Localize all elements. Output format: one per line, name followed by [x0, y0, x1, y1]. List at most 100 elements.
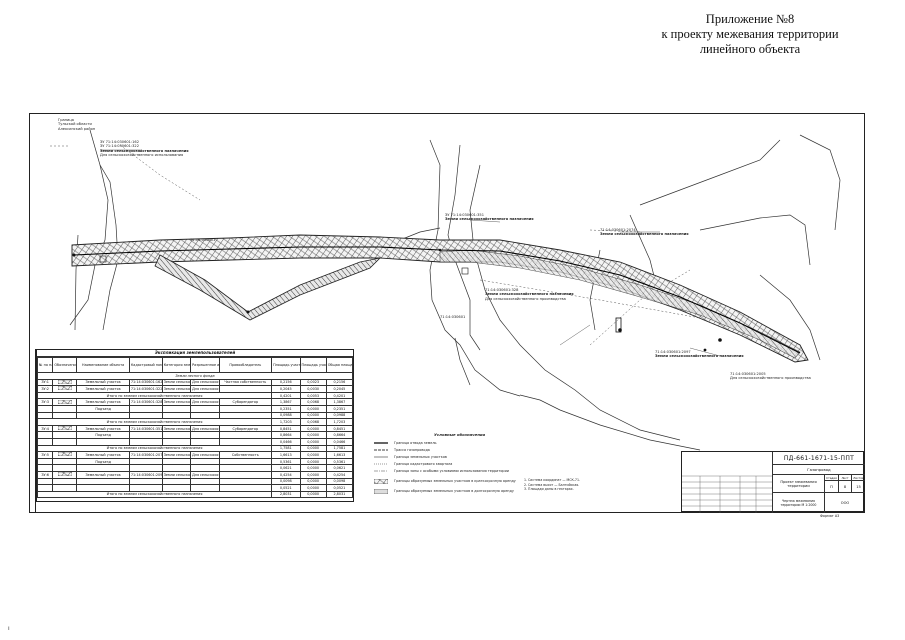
area-cell: 0,2351 [325, 404, 354, 413]
hatch-symbol-cell [52, 451, 78, 459]
table-cell: Земли сельскохозяйственного назначения [161, 451, 192, 459]
table-cell [190, 437, 220, 446]
table-cell [36, 437, 54, 446]
table-cell [218, 477, 273, 486]
table-cell [36, 484, 54, 492]
table-cell: Земельный участок [76, 385, 130, 393]
total-label: Итого по землям сельскохозяйственного на… [36, 391, 273, 400]
table-cell: 71:14:030601:328 [128, 398, 163, 406]
total-label: Итого по землям сельскохозяйственного на… [36, 418, 273, 426]
area-cell: 2,8031 [271, 490, 301, 499]
quarter-line-icon [374, 462, 388, 466]
area-cell: 0,0098 [325, 477, 354, 486]
short-lease-hatch-icon [373, 478, 389, 485]
long-lease-hatch-icon [373, 488, 389, 495]
table-cell: ЗУ:4 [36, 424, 54, 433]
table-cell [128, 477, 163, 486]
area-cell: 0,4254 [325, 470, 354, 479]
area-cell: 0,0000 [299, 484, 327, 492]
side-stamp-column [29, 349, 36, 512]
table-cell [190, 404, 220, 413]
table-cell: 71:14:030601:2074 [128, 451, 163, 459]
table-cell: Подъезд [76, 431, 130, 439]
table-header-row: № на плане Обозначение в плане Наименова… [36, 357, 354, 373]
table-cell [128, 464, 163, 472]
table-cell [218, 437, 273, 446]
region-note: Граница Тульской области Алексинский рай… [58, 118, 96, 131]
legend-item: Граница кадастрового квартала [374, 461, 452, 467]
table-cell [36, 411, 54, 420]
table-cell [218, 470, 273, 479]
zone-line-icon [374, 469, 388, 473]
table-cell [161, 437, 192, 446]
table-cell: Земельный участок [76, 451, 130, 459]
parcel-label: ЗУ 71:14:030601:162 ЗУ 71:14:030601:322 … [100, 140, 189, 158]
table-total-row: Итого по землям сельскохозяйственного на… [36, 490, 354, 499]
legend-item: Граница зоны с особыми условиями использ… [374, 468, 509, 474]
area-cell: 0,2156 [271, 378, 301, 387]
table-cell: Земельный участок [76, 424, 130, 433]
table-cell: ЗУ:2 [36, 385, 54, 393]
hatch-symbol-cell [52, 398, 78, 406]
area-cell: 0,2045 [325, 385, 354, 393]
survey-guides [50, 144, 701, 346]
table-cell [128, 404, 163, 413]
area-cell: 0,0098 [271, 477, 301, 486]
area-cell: 0,0000 [299, 477, 327, 486]
table-cell [128, 437, 163, 446]
hatch-symbol-cell [52, 477, 78, 486]
boundary-line-icon [374, 441, 388, 445]
hatch-symbol-cell [52, 411, 78, 420]
area-cell: 0,8664 [271, 431, 301, 439]
total-label: Итого по землям сельскохозяйственного на… [36, 444, 273, 453]
hatch-symbol-cell [52, 484, 78, 492]
table-cell [190, 464, 220, 472]
area-cell: 0,2351 [271, 404, 301, 413]
parcel-label: 71:14:030601:328 Земли сельскохозяйствен… [485, 288, 574, 301]
route-markers [72, 248, 722, 352]
legend-title: Условные обозначения [434, 432, 486, 437]
table-cell [218, 404, 273, 413]
table-cell: ЗУ:1 [36, 378, 54, 387]
table-cell: Подъезд [76, 457, 130, 466]
table-cell: Земли сельскохозяйственного назначения [161, 398, 192, 406]
area-cell: 0,0621 [271, 464, 301, 472]
drawing-sheet [29, 113, 865, 513]
col-header: Площадь участка в полосе отвода, га [299, 357, 327, 373]
sheets-value: 15 [851, 480, 865, 492]
area-cell: 0,4201 [271, 391, 301, 400]
col-header: Площадь участка по документам, га [271, 357, 301, 373]
table-cell: ЗУ:3 [36, 398, 54, 406]
area-cell: 0,0988 [271, 411, 301, 420]
area-cell: 0,0988 [325, 411, 354, 420]
hatch-symbol-cell [52, 470, 78, 479]
area-cell: 0,0000 [299, 404, 327, 413]
table-cell [76, 484, 130, 492]
area-cell: 0,0466 [325, 437, 354, 446]
legend-item: Трасса газопровода [374, 447, 430, 453]
area-cell: 0,0466 [271, 437, 301, 446]
col-header: Общая площадь, га [325, 357, 354, 373]
table-cell [76, 464, 130, 472]
table-cell: 71:14:030601:2097 [128, 470, 163, 479]
area-cell: 0,0000 [299, 457, 327, 466]
area-cell: 0,4254 [271, 470, 301, 479]
area-cell: 0,5361 [271, 457, 301, 466]
table-cell [190, 411, 220, 420]
parcel-label: 71:14:030601:2074 Земли сельскохозяйстве… [600, 228, 689, 237]
col-header: Кадастровый номер [128, 357, 163, 373]
area-cell: 0,0053 [299, 391, 327, 400]
drawing-title: Чертеж межевания территории М 1:2000 [772, 492, 824, 513]
table-total-row: Итого по землям сельскохозяйственного на… [36, 418, 354, 426]
organization: ООО [824, 492, 865, 513]
area-cell: 0,0000 [299, 444, 327, 453]
col-header: № на плане [36, 357, 54, 373]
